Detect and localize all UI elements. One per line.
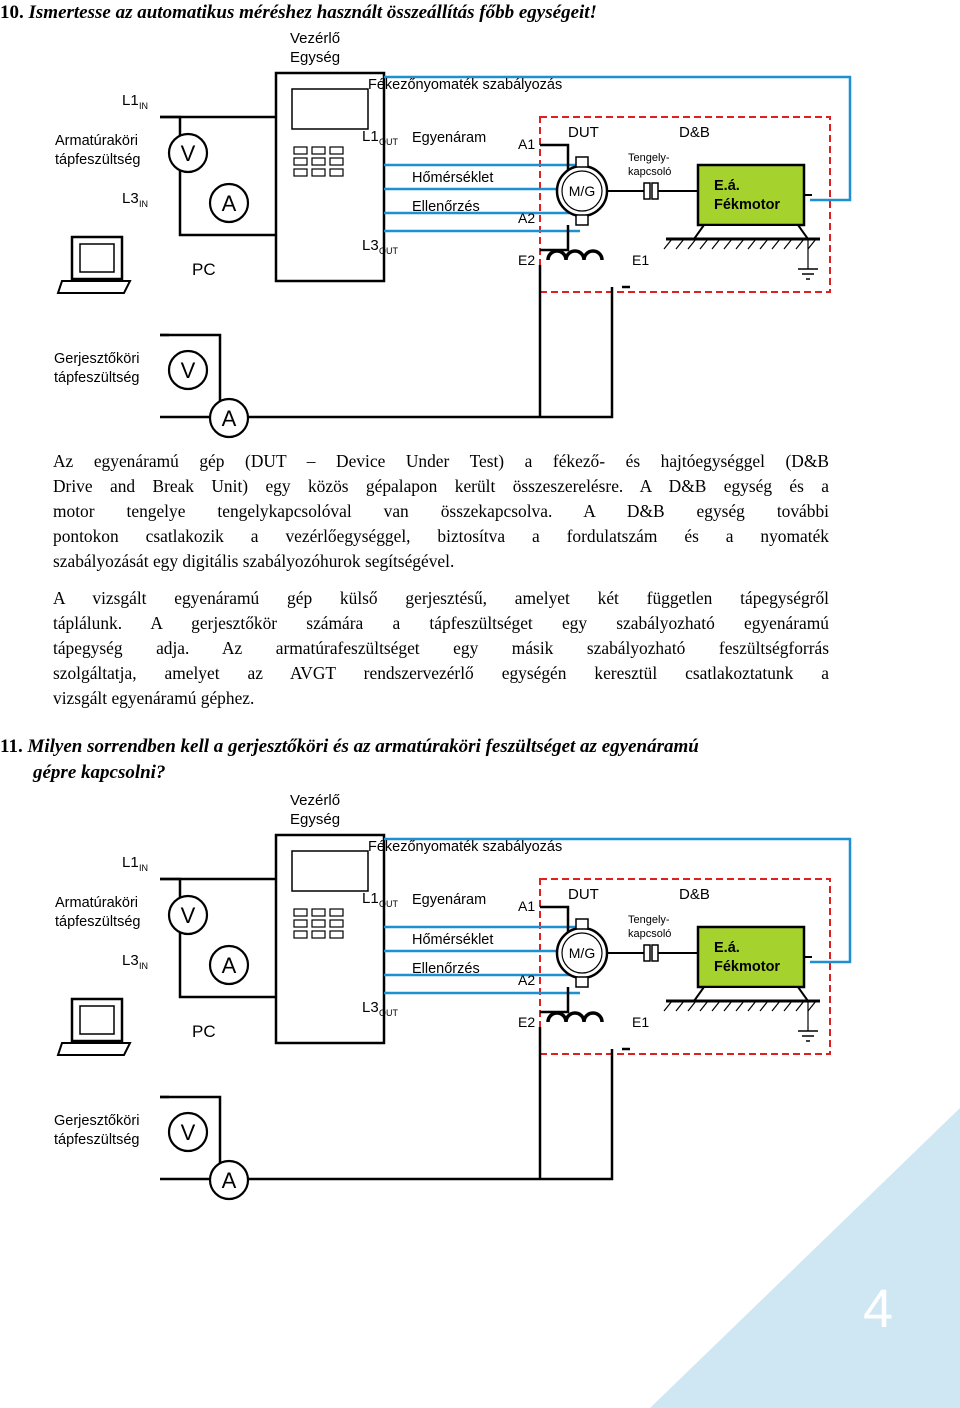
mg-label: M/G bbox=[569, 183, 595, 199]
paragraph-2: A vizsgált egyenáramú gép külső gerjeszt… bbox=[53, 586, 829, 711]
l1-in-label: L1 bbox=[122, 92, 139, 109]
ammeter-label: A bbox=[222, 953, 237, 978]
voltmeter-label: V bbox=[181, 141, 196, 166]
svg-text:V: V bbox=[181, 358, 196, 383]
svg-text:A: A bbox=[222, 406, 237, 431]
ea-label: E.á. bbox=[714, 940, 740, 956]
paragraph-line: pontokon csatlakozik a vezérlőegységgel,… bbox=[53, 526, 829, 546]
armature-supply-label: tápfeszültség bbox=[55, 152, 140, 168]
paragraph-line: Drive and Break Unit) egy közös gépalapo… bbox=[53, 476, 829, 496]
svg-text:Tengely-: Tengely- bbox=[628, 914, 670, 926]
svg-text:A2: A2 bbox=[518, 210, 535, 226]
svg-text:Tengely-: Tengely- bbox=[628, 152, 670, 164]
svg-text:A1: A1 bbox=[518, 136, 535, 152]
excitation-label: Gerjesztőköri bbox=[54, 1113, 139, 1129]
svg-text:IN: IN bbox=[139, 101, 148, 111]
check-label: Ellenőrzés bbox=[412, 961, 480, 977]
controller-label-2: Egység bbox=[290, 811, 340, 828]
page-number: 4 bbox=[863, 1279, 894, 1339]
armature-label: Armatúraköri bbox=[55, 133, 138, 149]
l3-out-label: L3 bbox=[362, 999, 379, 1016]
svg-text:V: V bbox=[181, 1120, 196, 1145]
question-text-line-2: gépre kapcsolni? bbox=[33, 762, 166, 783]
paragraph-line: szabályozását egy digitális szabályozóhu… bbox=[53, 551, 455, 571]
paragraph-line: tápegység adja. Az armatúrafeszültséget … bbox=[53, 638, 829, 658]
excitation-supply-label: tápfeszültség bbox=[54, 370, 139, 386]
svg-text:kapcsoló: kapcsoló bbox=[628, 166, 671, 178]
brake-motor-label: Fékmotor bbox=[714, 959, 780, 975]
armature-label: Armatúraköri bbox=[55, 895, 138, 911]
paragraph-line: szolgáltatja, amelyet az AVGT rendszerve… bbox=[53, 663, 829, 683]
dut-label: DUT bbox=[568, 886, 599, 903]
question-text: Ismertesse az automatikus méréshez haszn… bbox=[28, 2, 597, 23]
controller-label-2: Egység bbox=[290, 49, 340, 66]
question-10: 10. Ismertesse az automatikus méréshez h… bbox=[0, 0, 700, 26]
paragraph-line: motor tengelye tengelykapcsolóval van ös… bbox=[53, 501, 829, 521]
excitation-supply-label: tápfeszültség bbox=[54, 1132, 139, 1148]
svg-text:kapcsoló: kapcsoló bbox=[628, 928, 671, 940]
l1-out-label: L1 bbox=[362, 128, 379, 145]
paragraph-line: táplálunk. A gerjesztőkör számára a tápf… bbox=[53, 613, 829, 633]
svg-text:A: A bbox=[222, 1168, 237, 1193]
svg-text:OUT: OUT bbox=[379, 899, 399, 909]
corner-decoration bbox=[650, 1108, 960, 1408]
brake-regulation-label: Fékezőnyomaték szabályozás bbox=[368, 77, 562, 93]
svg-text:IN: IN bbox=[139, 961, 148, 971]
controller-label: Vezérlő bbox=[290, 792, 340, 809]
paragraph-1: Az egyenáramú gép (DUT – Device Under Te… bbox=[53, 449, 829, 574]
question-number: 10. bbox=[0, 2, 24, 23]
question-text: Milyen sorrendben kell a gerjesztőköri é… bbox=[27, 736, 699, 757]
svg-text:IN: IN bbox=[139, 863, 148, 873]
svg-text:E2: E2 bbox=[518, 1014, 535, 1030]
svg-text:E1: E1 bbox=[632, 1014, 649, 1030]
mg-label: M/G bbox=[569, 945, 595, 961]
controller-label: Vezérlő bbox=[290, 30, 340, 47]
armature-supply-label: tápfeszültség bbox=[55, 914, 140, 930]
svg-text:E2: E2 bbox=[518, 252, 535, 268]
measurement-setup-diagram: Vezérlő Egység V A L1 IN bbox=[54, 30, 852, 439]
paragraph-line: A vizsgált egyenáramú gép külső gerjeszt… bbox=[53, 588, 829, 608]
ammeter-label: A bbox=[222, 191, 237, 216]
svg-text:IN: IN bbox=[139, 199, 148, 209]
l3-out-label: L3 bbox=[362, 237, 379, 254]
brake-motor-label: Fékmotor bbox=[714, 197, 780, 213]
dc-label: Egyenáram bbox=[412, 892, 486, 908]
db-label: D&B bbox=[679, 124, 710, 141]
svg-text:E1: E1 bbox=[632, 252, 649, 268]
pc-label: PC bbox=[192, 1022, 216, 1041]
svg-text:A2: A2 bbox=[518, 972, 535, 988]
paragraph-line: vizsgált egyenáramú géphez. bbox=[53, 688, 255, 708]
brake-regulation-label: Fékezőnyomaték szabályozás bbox=[368, 839, 562, 855]
paragraph-line: Az egyenáramú gép (DUT – Device Under Te… bbox=[53, 451, 829, 471]
temperature-label: Hőmérséklet bbox=[412, 170, 493, 186]
check-label: Ellenőrzés bbox=[412, 199, 480, 215]
temperature-label: Hőmérséklet bbox=[412, 932, 493, 948]
ea-label: E.á. bbox=[714, 178, 740, 194]
excitation-label: Gerjesztőköri bbox=[54, 351, 139, 367]
question-number: 11. bbox=[0, 736, 23, 757]
pc-label: PC bbox=[192, 260, 216, 279]
l1-out-label: L1 bbox=[362, 890, 379, 907]
svg-text:OUT: OUT bbox=[379, 1008, 399, 1018]
l3-in-label: L3 bbox=[122, 190, 139, 207]
db-label: D&B bbox=[679, 886, 710, 903]
svg-text:OUT: OUT bbox=[379, 246, 399, 256]
l3-in-label: L3 bbox=[122, 952, 139, 969]
question-11: 11. Milyen sorrendben kell a gerjesztőkö… bbox=[0, 734, 880, 786]
l1-in-label: L1 bbox=[122, 854, 139, 871]
svg-text:A1: A1 bbox=[518, 898, 535, 914]
dut-label: DUT bbox=[568, 124, 599, 141]
dc-label: Egyenáram bbox=[412, 130, 486, 146]
svg-text:OUT: OUT bbox=[379, 137, 399, 147]
voltmeter-label: V bbox=[181, 903, 196, 928]
measurement-setup-diagram-2: Vezérlő Egység V A L1 IN bbox=[54, 792, 852, 1201]
